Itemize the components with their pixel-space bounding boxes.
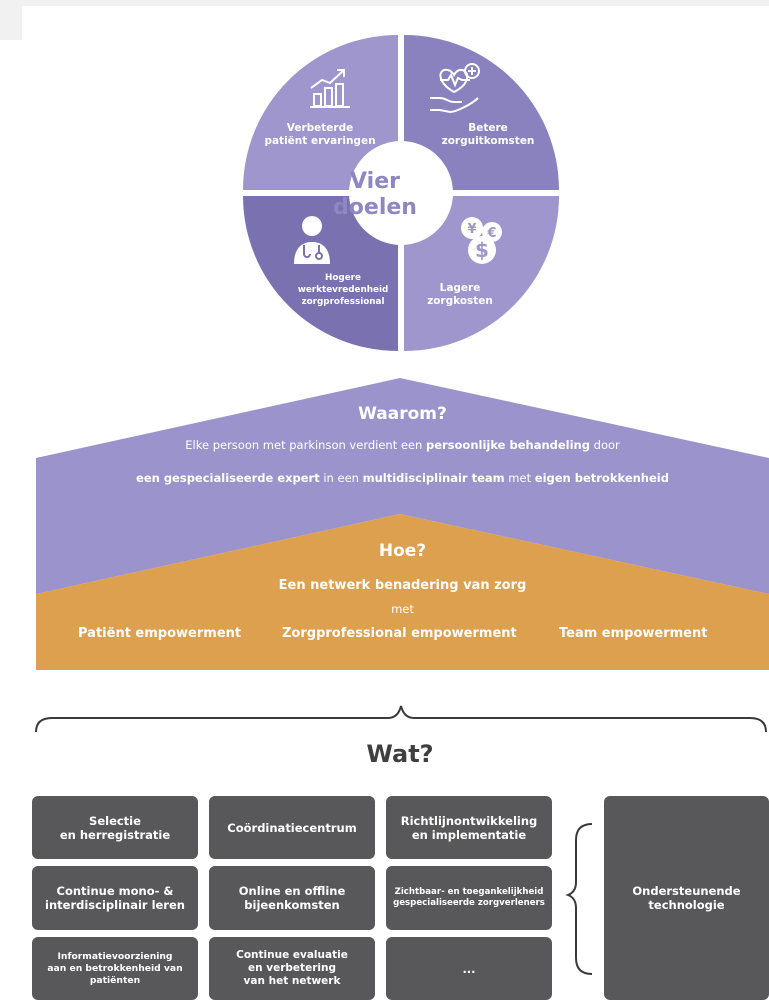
hoe-title: Hoe? (378, 541, 427, 561)
wat-box-zichtbaarheid: Zichtbaar- en toegankelijkheid gespecial… (386, 866, 552, 930)
box-line: Coördinatiecentrum (227, 820, 357, 835)
wat-box-technologie: Ondersteunende technologie (604, 796, 769, 1000)
goal-quadrant-patient (243, 35, 398, 190)
goals-center-line: Vier (350, 169, 400, 194)
wat-box-coordinatiecentrum: Coördinatiecentrum (209, 796, 375, 859)
support-brace (565, 823, 593, 975)
box-line: interdisciplinair leren (45, 898, 185, 912)
wat-box-evaluatie: Continue evaluatie en verbetering van he… (209, 937, 375, 1000)
rich-text-segment: in een (319, 471, 363, 485)
box-line: bijeenkomsten (244, 898, 340, 912)
waarom-title: Waarom? (358, 404, 447, 424)
box-line: Informatievoorziening (57, 950, 173, 962)
box-line: Online en offline (238, 884, 346, 898)
box-line: technologie (648, 898, 725, 912)
goal-label-line: Verbeterde (286, 122, 354, 134)
box-line: ... (462, 961, 476, 976)
box-line: gespecialiseerde zorgverleners (393, 898, 545, 908)
wat-box-selectie: Selectie en herregistratie (32, 796, 198, 859)
box-line: en verbetering (248, 962, 336, 974)
box-line: van het netwerk (243, 975, 341, 987)
hoe-subtitle: Een netwerk benadering van zorg (278, 578, 527, 593)
box-line: Continue evaluatie (236, 949, 348, 961)
waarom-roof (36, 378, 769, 594)
empowerment-patient: Patiënt empowerment (78, 626, 242, 641)
wat-box-richtlijn: Richtlijnontwikkeling en implementatie (386, 796, 552, 859)
empowerment-professional: Zorgprofessional empowerment (282, 626, 517, 641)
goal-quadrant-outcomes (404, 35, 559, 190)
goal-label-outcomes: Betere zorguitkomsten (428, 122, 548, 148)
box-line: Zichtbaar- en toegankelijkheid (394, 887, 544, 897)
goals-circle (243, 35, 559, 351)
heart-in-hand-icon (430, 63, 480, 114)
wat-brace (35, 705, 767, 733)
empowerment-team: Team empowerment (559, 626, 708, 641)
wat-title: Wat? (366, 740, 434, 768)
box-line: aan en betrokkenheid van (47, 962, 183, 974)
goal-label-line: Betere (468, 122, 508, 134)
goals-center-circle (349, 141, 453, 245)
goals-center-label: Vier doelen (333, 160, 417, 230)
waarom-line-2: een gespecialiseerde expert in een multi… (36, 471, 769, 485)
goal-label-line: werktevredenheid (297, 285, 389, 295)
rich-text-segment: persoonlijke behandeling (425, 438, 590, 452)
svg-text:€: € (486, 226, 496, 241)
rich-text-segment: Elke persoon met parkinson verdient een (185, 438, 426, 452)
goal-quadrant-costs (404, 196, 559, 351)
hoe-connector: met (391, 602, 414, 616)
currency-coins-icon: ¥ € $ (461, 217, 502, 264)
goal-label-patient: Verbeterde patiënt ervaringen (255, 122, 385, 148)
rich-text-segment: multidisciplinair team (362, 471, 505, 485)
doctor-icon (294, 216, 330, 264)
svg-text:$: $ (475, 238, 489, 262)
rich-text-segment: door (589, 438, 620, 452)
rising-bar-chart-icon (310, 69, 350, 108)
goal-label-line: zorgprofessional (301, 297, 385, 307)
wat-box-bijeenkomsten: Online en offline bijeenkomsten (209, 866, 375, 930)
goal-label-line: Hogere (325, 273, 361, 283)
goal-label-line: zorguitkomsten (441, 135, 535, 147)
waarom-line-1: Elke persoon met parkinson verdient een … (36, 438, 769, 452)
box-line: Continue mono- & (56, 884, 174, 898)
rich-text-segment: met (504, 471, 535, 485)
box-line: patiënten (89, 974, 141, 986)
goal-label-professional: Hogere werktevredenheid zorgprofessional (288, 272, 398, 308)
svg-text:¥: ¥ (467, 222, 476, 237)
wat-box-more: ... (386, 937, 552, 1000)
wat-box-leren: Continue mono- & interdisciplinair leren (32, 866, 198, 930)
goal-label-costs: Lagere zorgkosten (405, 282, 515, 308)
box-line: en implementatie (411, 827, 527, 842)
rich-text-segment: eigen betrokkenheid (534, 471, 669, 485)
goals-center-line: doelen (333, 195, 417, 220)
box-line: Ondersteunende (632, 884, 741, 898)
hoe-base (36, 514, 769, 670)
rich-text-segment: een gespecialiseerde expert (136, 471, 320, 485)
goal-label-line: patiënt ervaringen (264, 135, 376, 147)
goal-label-line: Lagere (439, 282, 481, 294)
box-line: Selectie (89, 813, 141, 828)
box-line: Richtlijnontwikkeling (400, 813, 538, 828)
goal-quadrant-professional (243, 196, 398, 351)
goal-label-line: zorgkosten (427, 295, 493, 307)
wat-box-informatievoorziening: Informatievoorziening aan en betrokkenhe… (32, 937, 198, 1000)
box-line: en herregistratie (59, 827, 171, 842)
